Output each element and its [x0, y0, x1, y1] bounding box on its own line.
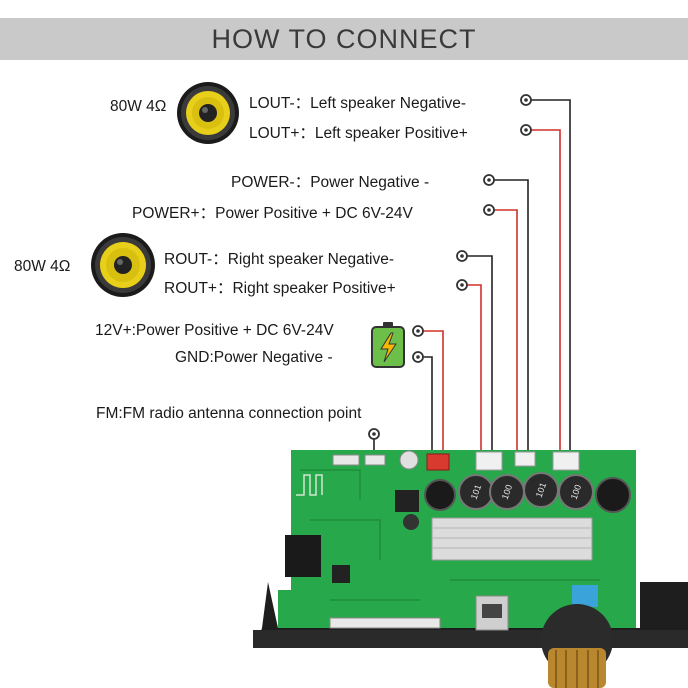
wire-power-neg	[494, 179, 529, 458]
battery-icon	[371, 322, 405, 368]
label-lout-pos: LOUT+：Left speaker Positive+	[249, 125, 468, 142]
coil-label: 100	[500, 483, 515, 501]
wire-power-pos	[494, 209, 518, 458]
page-title: HOW TO CONNECT	[211, 23, 477, 54]
label-gnd: GND:Power Negative -	[175, 349, 333, 366]
right-speaker-icon	[91, 233, 155, 297]
speaker-rating: 80W 4Ω	[110, 98, 167, 115]
label-lout-neg: LOUT-：Left speaker Negative-	[249, 95, 467, 112]
label-fm: FM:FM radio antenna connection point	[96, 405, 362, 422]
wire-rout-pos	[467, 284, 482, 458]
speaker-rating: 80W 4Ω	[14, 258, 71, 275]
label-power-pos: POWER+：Power Positive + DC 6V-24V	[132, 205, 413, 222]
header-banner: HOW TO CONNECT	[0, 18, 688, 60]
amplifier-board	[253, 450, 688, 688]
label-rout-pos: ROUT+：Right speaker Positive+	[164, 280, 396, 297]
wire-lout-pos	[531, 129, 561, 458]
wire-gnd	[423, 356, 433, 458]
wire-rout-neg	[467, 255, 493, 458]
coil-label: 100	[569, 483, 584, 501]
coil-label: 101	[534, 481, 549, 499]
label-12v: 12V+:Power Positive + DC 6V-24V	[95, 322, 334, 339]
left-speaker-icon	[177, 82, 239, 144]
coil-label: 101	[469, 483, 484, 501]
wire-lout-neg	[531, 99, 571, 458]
label-rout-neg: ROUT-：Right speaker Negative-	[164, 251, 394, 268]
wire-12v	[423, 330, 444, 458]
label-power-neg: POWER-：Power Negative -	[231, 174, 430, 191]
